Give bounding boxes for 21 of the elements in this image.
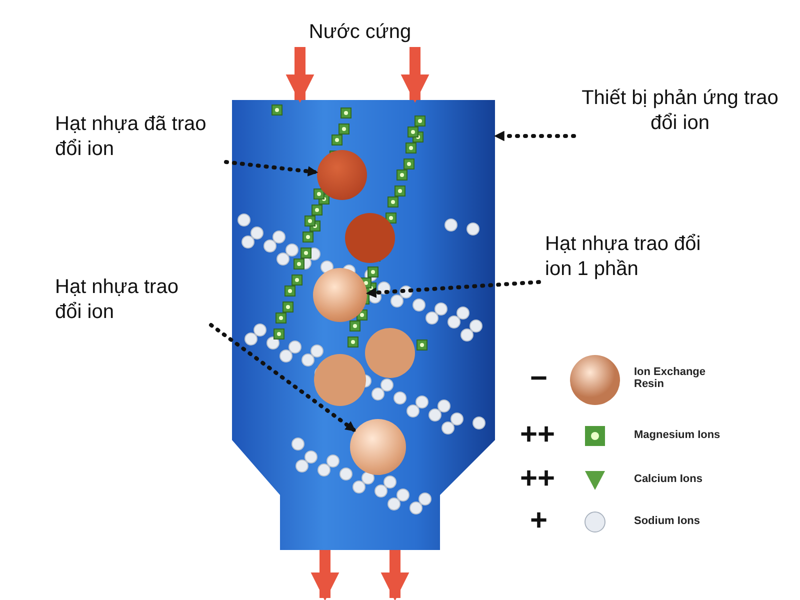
leader-line <box>364 280 541 298</box>
legend-text: Calcium Ions <box>634 473 704 485</box>
charge-sign: ++ <box>520 464 556 494</box>
callout-text: Hạt nhựa đã trao đổi ion <box>55 112 220 162</box>
flow-arrow <box>380 550 410 600</box>
charge-sign: ++ <box>520 420 556 450</box>
legend-text: Sodium Ions <box>634 515 701 527</box>
callout-text: Nước cứng <box>275 20 445 45</box>
legend-text: Ion Exchange Resin <box>634 366 707 390</box>
leader-line <box>209 323 358 433</box>
flow-arrow <box>400 47 430 103</box>
flow-arrow <box>310 550 340 600</box>
legend-text: Magnesium Ions <box>634 429 722 441</box>
callout-text: Hạt nhựa trao đổi ion <box>55 275 205 325</box>
charge-sign: + <box>530 506 548 536</box>
leader-line <box>493 130 576 142</box>
leader-line <box>224 160 320 176</box>
callout-text: Thiết bị phản ứng trao đổi ion <box>580 86 780 136</box>
charge-sign: − <box>530 364 548 394</box>
flow-arrow <box>286 47 314 103</box>
callout-text: Hạt nhựa trao đổi ion 1 phần <box>545 232 710 282</box>
